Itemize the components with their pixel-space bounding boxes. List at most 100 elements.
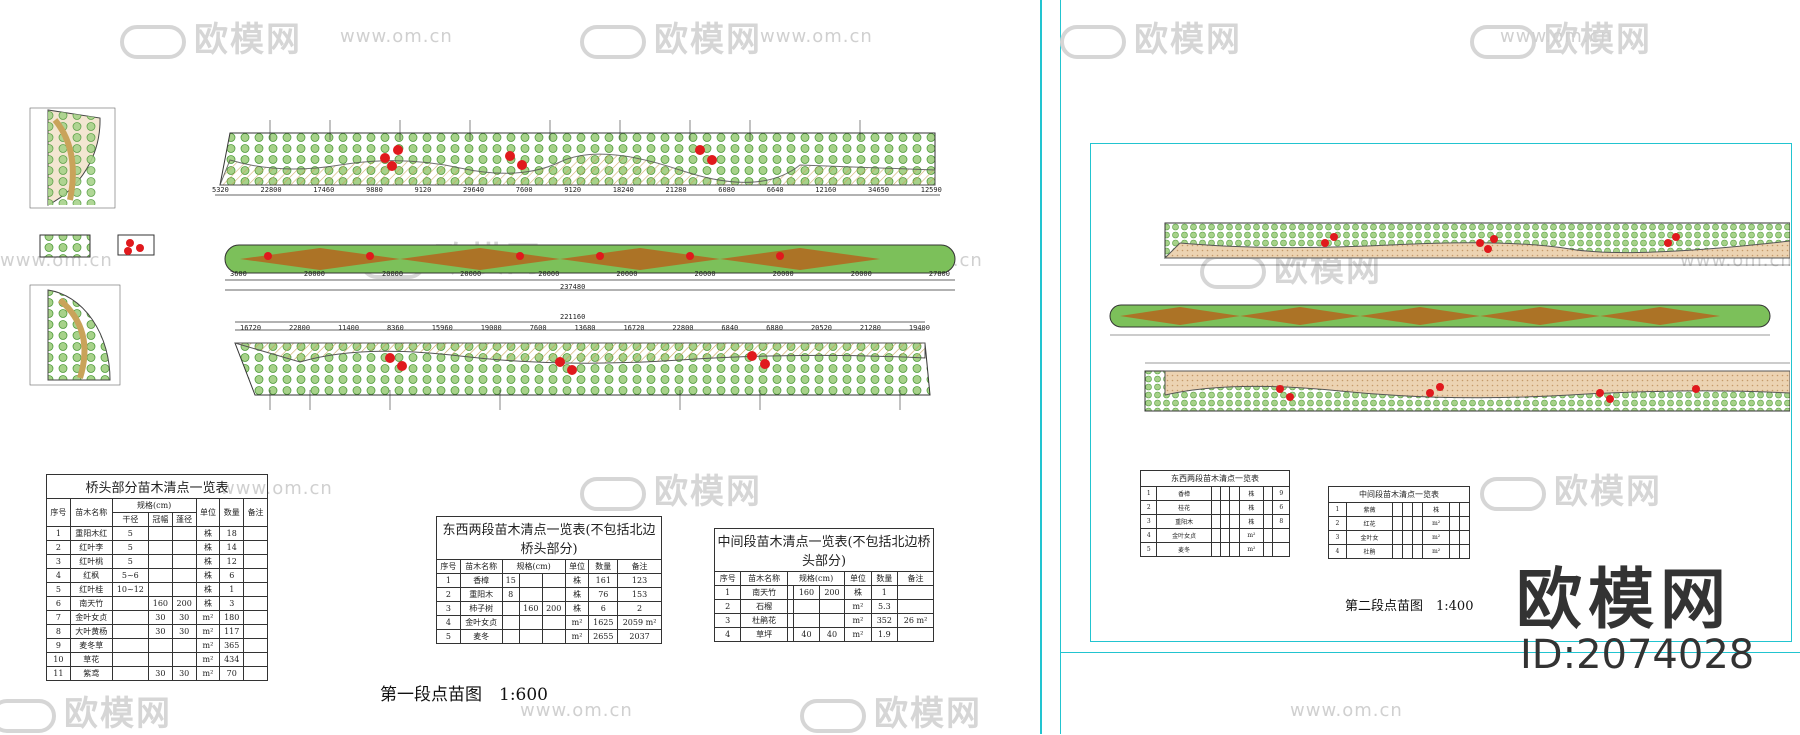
table-cell: 3 [713, 613, 742, 628]
schedule-table-middle: 中间段苗木清点一览表(不包括北边桥头部分) 序号 苗木名称 规格(cm) 单位 … [713, 528, 934, 642]
table-cell: 3 [1139, 514, 1158, 529]
col-header: 规格(cm) [111, 498, 197, 513]
table-cell: 重阳木 [459, 587, 503, 602]
table-cell: 4 [1328, 544, 1347, 559]
table-cell: 70 [219, 666, 245, 681]
leader-lines [269, 120, 901, 410]
table-cell: m² [1422, 516, 1450, 531]
table-cell: 红枫 [69, 568, 113, 583]
dimension-label: 20000 [616, 270, 638, 278]
table-cell: m² [1422, 530, 1450, 545]
table-cell [1448, 544, 1460, 559]
table-cell [1219, 500, 1231, 515]
table-cell [1448, 502, 1460, 517]
table-cell: 1 [870, 585, 899, 600]
table-cell: 麦冬草 [69, 638, 113, 653]
table-cell: 1 [219, 582, 245, 597]
watermark-logo: 欧模网 [0, 686, 172, 735]
dimension-label: 20000 [850, 270, 872, 278]
table-cell: 160 [148, 596, 173, 611]
table-caption: 东西两段苗木清点一览表 [1140, 470, 1290, 486]
watermark-logo: 欧模网 [1480, 464, 1662, 513]
table-cell [1402, 516, 1414, 531]
col-header: 序号 [46, 498, 71, 527]
table-cell: 1 [46, 526, 71, 541]
table-cell: 1 [713, 585, 742, 600]
dimension-label: 3600 [230, 270, 247, 278]
table-cell: m² [195, 610, 221, 625]
table-cell [541, 615, 566, 630]
table-cell [793, 613, 820, 628]
dimension-label: 8360 [386, 324, 404, 332]
table-cell [111, 596, 150, 611]
col-header: 苗木名称 [740, 571, 788, 586]
table-cell [1448, 516, 1460, 531]
table-cell: 株 [195, 540, 221, 555]
table-cell: 红叶桃 [69, 554, 113, 569]
table-cell: 2 [46, 540, 71, 555]
table-cell [111, 624, 150, 639]
dimension-label: 22800 [672, 324, 694, 332]
schedule-table-east-west: 东西两段苗木清点一览表(不包括北边桥头部分) 序号 苗木名称 规格(cm) 单位… [436, 516, 662, 644]
table-cell: 3 [1328, 530, 1347, 545]
dimension-total-row-2: 237480 [560, 283, 586, 291]
table-cell: 4 [713, 627, 742, 642]
table-cell: 株 [195, 568, 221, 583]
table-cell: 株 [195, 554, 221, 569]
table-cell [518, 629, 543, 644]
table-cell: 5 [111, 554, 150, 569]
table-cell [501, 629, 520, 644]
table-cell [1219, 528, 1231, 543]
table-cell [786, 627, 795, 642]
table-cell [1402, 544, 1414, 559]
table-cell [1229, 542, 1240, 557]
table-cell [1219, 514, 1231, 529]
table-cell [243, 638, 268, 653]
table-cell [243, 610, 268, 625]
frame-divider-mid [1060, 0, 1061, 734]
brand-logo-text: 欧模网 [1516, 561, 1732, 638]
dimension-total-row-3: 221160 [560, 313, 586, 321]
table-cell [171, 582, 197, 597]
table-cell [171, 638, 197, 653]
dimension-label: 27800 [928, 270, 950, 278]
frame-bottom-line [1060, 652, 1800, 653]
table-cell [1263, 514, 1274, 529]
table-cell [1402, 502, 1414, 517]
table-cell: 草坪 [740, 627, 788, 642]
table-cell: 6 [46, 596, 71, 611]
col-header: 单位 [195, 498, 221, 527]
table-cell [1402, 530, 1414, 545]
schedule-table-bridge-head: 桥头部分苗木清点一览表 序号 苗木名称 规格(cm) 单位 数量 备注 干径 冠… [46, 474, 268, 681]
plan-row-1 [215, 132, 940, 196]
table-cell [1263, 542, 1274, 557]
table-cell: 4 [1139, 528, 1158, 543]
table-cell: 30 [148, 666, 173, 681]
col-header: 规格(cm) [501, 559, 566, 574]
table-cell [1263, 528, 1274, 543]
table-cell: 杜鹃 [1345, 544, 1394, 559]
watermark-url: www.om.cn [1290, 700, 1403, 721]
dimension-label: 20000 [382, 270, 404, 278]
table-cell [1412, 530, 1424, 545]
table-cell: 2 [436, 587, 461, 602]
table-cell: 株 [844, 585, 872, 600]
table-cell [1210, 542, 1222, 557]
plan-row-c [1144, 362, 1790, 412]
table-cell: 15 [501, 573, 520, 588]
col-header: 数量 [870, 571, 899, 586]
table-cell [111, 666, 150, 681]
table-cell: 南天竹 [740, 585, 788, 600]
dimension-label: 20000 [538, 270, 560, 278]
table-cell [148, 554, 173, 569]
table-cell: 10 [46, 652, 71, 667]
